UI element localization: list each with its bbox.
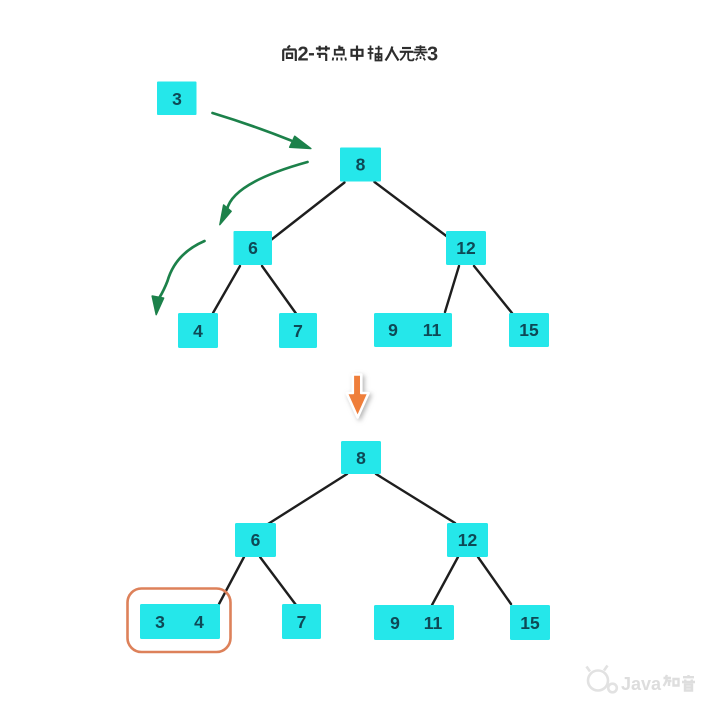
svg-text:-: -: [308, 43, 315, 65]
svg-text:7: 7: [293, 321, 303, 341]
svg-text:12: 12: [456, 238, 476, 258]
svg-text:4: 4: [194, 612, 204, 632]
svg-text:3: 3: [172, 89, 182, 109]
svg-text:8: 8: [356, 155, 366, 175]
svg-text:6: 6: [251, 530, 261, 550]
svg-text:3: 3: [427, 44, 438, 66]
svg-text:4: 4: [193, 321, 203, 341]
svg-text:9: 9: [388, 320, 398, 340]
svg-text:Java: Java: [621, 674, 662, 694]
svg-text:12: 12: [458, 530, 478, 550]
svg-text:7: 7: [297, 612, 307, 632]
svg-text:3: 3: [155, 612, 165, 632]
svg-text:11: 11: [423, 320, 442, 340]
svg-text:9: 9: [390, 613, 400, 633]
svg-text:15: 15: [520, 613, 540, 633]
svg-text:11: 11: [424, 613, 443, 633]
svg-text:6: 6: [248, 238, 258, 258]
svg-text:15: 15: [519, 320, 539, 340]
svg-text:8: 8: [356, 448, 366, 468]
svg-text:2: 2: [297, 44, 308, 66]
